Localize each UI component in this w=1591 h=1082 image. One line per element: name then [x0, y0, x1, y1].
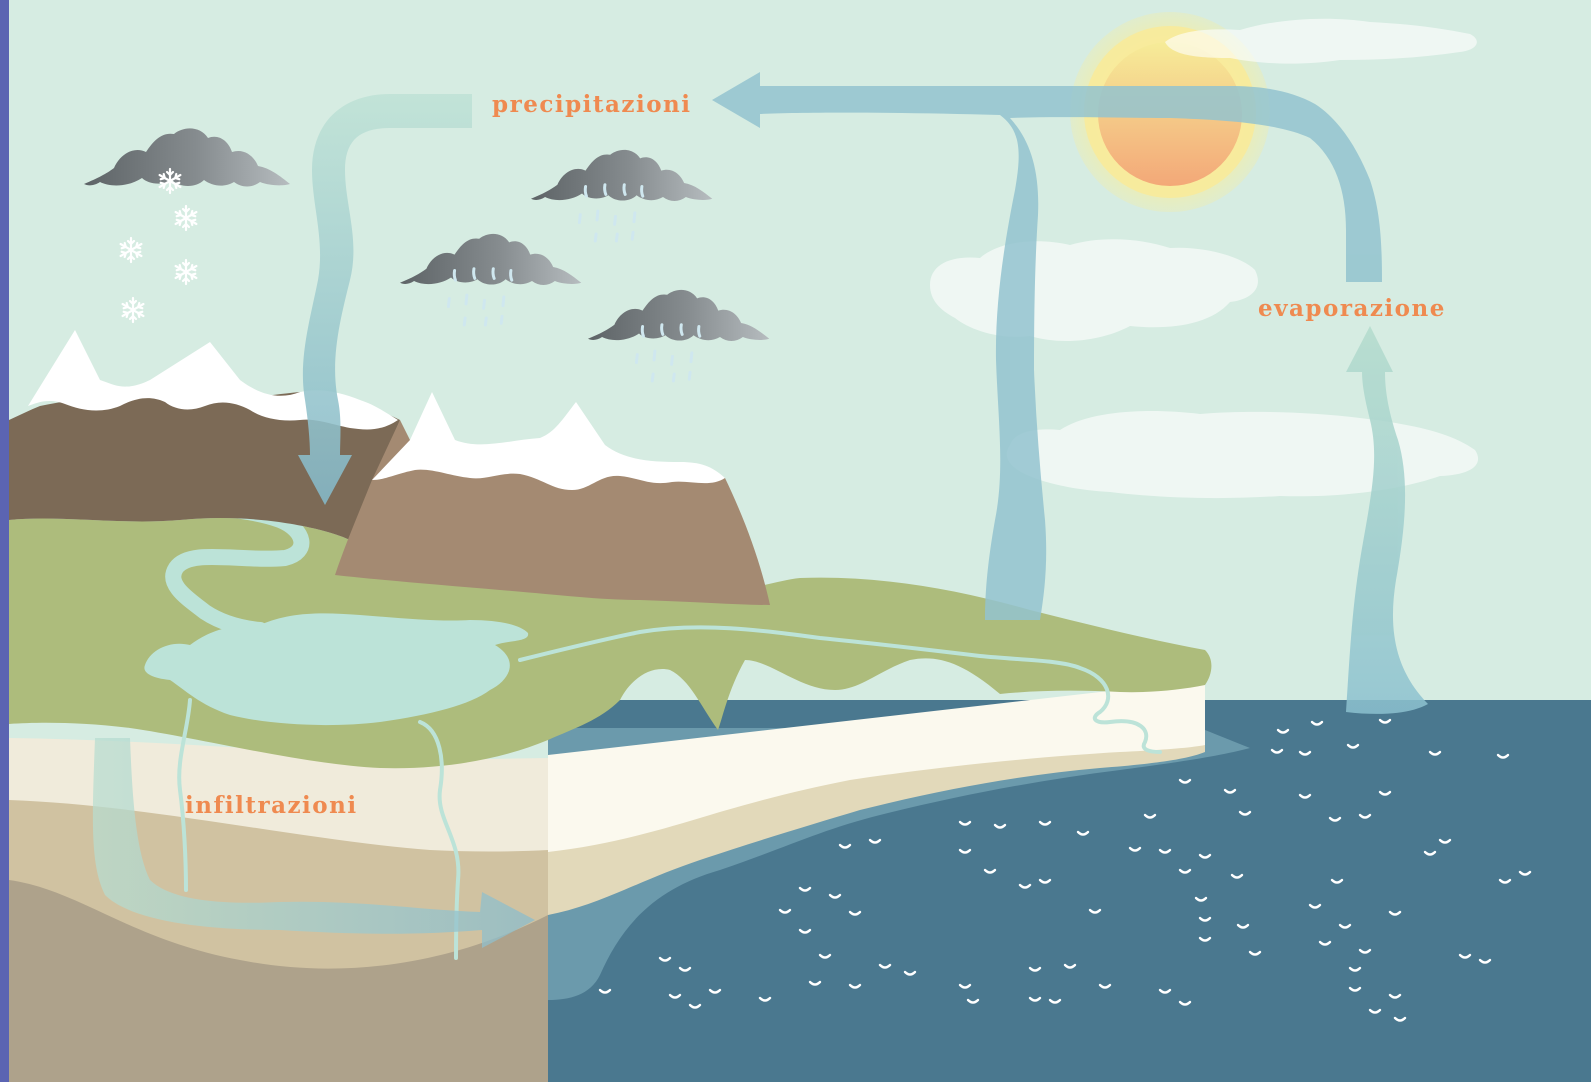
left-border [0, 0, 9, 1082]
evaporation-label: evaporazione [1258, 295, 1446, 322]
precipitation-label: precipitazioni [492, 91, 692, 118]
infiltration-label: infiltrazioni [185, 792, 358, 819]
